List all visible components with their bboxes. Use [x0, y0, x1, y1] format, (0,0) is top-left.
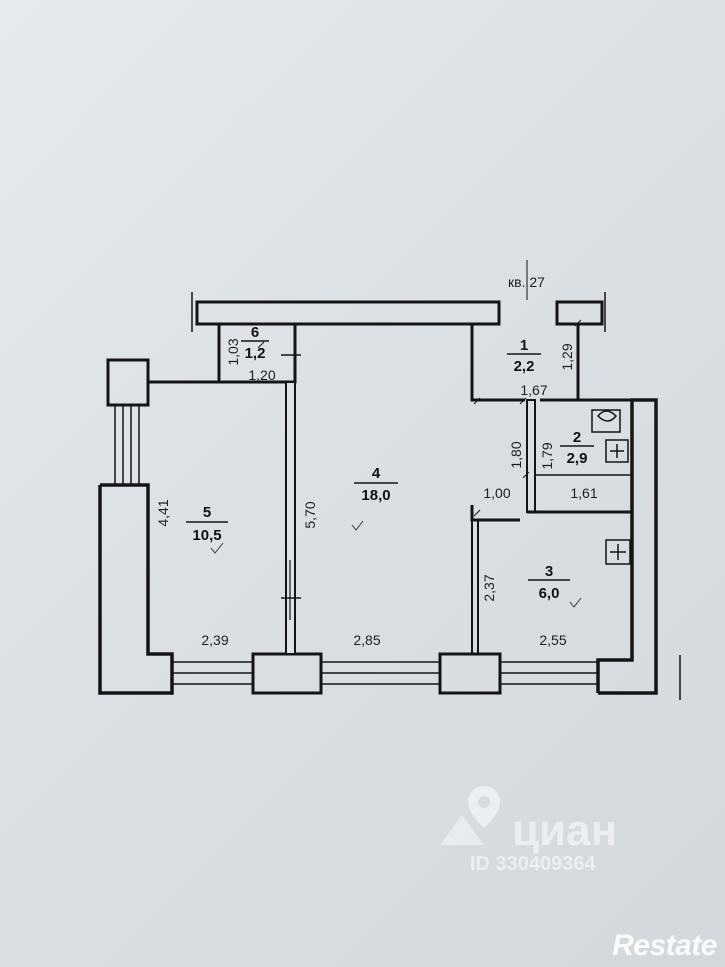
- room-5-area: 10,5: [192, 527, 221, 544]
- dim-5-70: 5,70: [302, 501, 318, 528]
- tick: [574, 319, 582, 327]
- tick: [257, 341, 265, 349]
- watermark-brand: циан: [512, 806, 617, 855]
- dim-1-20: 1,20: [248, 367, 275, 383]
- sink-fixture: [591, 409, 621, 433]
- check-mark: [351, 520, 364, 531]
- stove-fixture-top: [605, 439, 629, 463]
- room-1-number: 1: [520, 337, 528, 354]
- dim-1-61: 1,61: [570, 485, 597, 501]
- room-5-number: 5: [203, 504, 211, 521]
- room-4-number: 4: [372, 465, 381, 482]
- dim-1-80: 1,80: [508, 441, 524, 468]
- dim-1-29: 1,29: [559, 343, 575, 370]
- top-wall-right: [555, 300, 604, 326]
- room-3-left-wall: [471, 519, 479, 655]
- dim-2-55: 2,55: [539, 632, 566, 648]
- room-3-top-wall: [470, 512, 520, 522]
- left-bottom-wall: [98, 483, 174, 695]
- restate-logo: Restate: [612, 929, 717, 962]
- room-1-area: 2,2: [514, 358, 535, 375]
- dim-2-37: 2,37: [481, 574, 497, 601]
- dim-1-00: 1,00: [483, 485, 510, 501]
- room-4-area: 18,0: [361, 487, 390, 504]
- room-1-left-wall: [470, 324, 525, 402]
- left-wall-top-pier: [106, 358, 150, 407]
- partition-5-4: [285, 381, 296, 655]
- dim-1-79: 1,79: [539, 442, 555, 469]
- dim-4-41: 4,41: [155, 499, 171, 526]
- room-3-number: 3: [545, 563, 553, 580]
- room-2-number: 2: [573, 429, 581, 446]
- bottom-pier-1: [251, 652, 323, 695]
- apartment-label: кв. 27: [508, 274, 545, 290]
- location-pin-icon: [468, 786, 500, 828]
- kitchen-stove: [605, 539, 631, 565]
- watermark-id: ID 330409364: [470, 853, 597, 875]
- dim-2-39: 2,39: [201, 632, 228, 648]
- tick: [473, 397, 481, 405]
- dim-2-85: 2,85: [353, 632, 380, 648]
- top-wall-left: [195, 300, 501, 326]
- cian-watermark: циан ID 330409364: [440, 786, 617, 875]
- room-6-area: 1,2: [245, 345, 266, 362]
- tick: [522, 471, 530, 479]
- check-mark: [569, 597, 582, 608]
- room-3-area: 6,0: [539, 585, 560, 602]
- dim-1-67: 1,67: [520, 382, 547, 398]
- cross-mark: [610, 444, 624, 458]
- check-mark: [210, 542, 224, 554]
- cian-logo-icon: [440, 815, 484, 845]
- room-2-area: 2,9: [567, 450, 588, 467]
- dim-1-03: 1,03: [225, 338, 241, 365]
- tick: [473, 509, 481, 517]
- bottom-pier-2: [438, 652, 502, 695]
- room-6-outline: [217, 322, 297, 384]
- room-6-number: 6: [251, 324, 259, 341]
- tick: [519, 397, 527, 405]
- cross-mark: [610, 544, 626, 560]
- room-2-left-wall: [526, 399, 536, 513]
